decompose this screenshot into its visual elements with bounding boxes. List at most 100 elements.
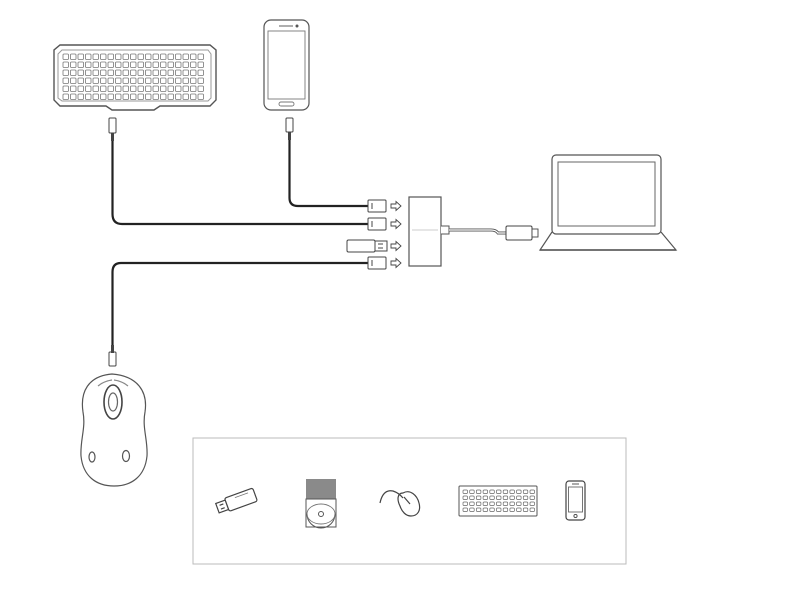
key-icon [502, 495, 509, 500]
key-icon [175, 61, 182, 68]
key-icon [130, 93, 137, 100]
key-icon [77, 77, 84, 84]
key-icon [115, 61, 122, 68]
key-icon [107, 53, 114, 60]
key-icon [489, 507, 495, 512]
key-icon [167, 85, 174, 92]
key-icon [197, 61, 204, 68]
card-reader-disc-icon [305, 479, 337, 529]
mouse-icon [379, 490, 421, 517]
key-icon [462, 489, 468, 494]
key-icon [522, 495, 529, 500]
key-icon [77, 69, 84, 76]
key-icon [115, 85, 122, 92]
supported-devices-panel [192, 437, 627, 565]
key-icon [130, 53, 137, 60]
key-icon [496, 501, 502, 506]
key-icon [62, 77, 69, 84]
key-icon [130, 61, 137, 68]
key-icon [476, 489, 482, 494]
key-icon [152, 85, 159, 92]
key-icon [522, 489, 529, 494]
key-icon [462, 495, 468, 500]
key-icon [496, 507, 502, 512]
key-icon [182, 93, 189, 100]
key-icon [62, 61, 69, 68]
key-icon [502, 501, 509, 506]
key-icon [182, 85, 189, 92]
key-icon [462, 507, 468, 512]
key-icon [70, 85, 77, 92]
key-icon [190, 61, 197, 68]
key-icon [77, 93, 84, 100]
key-icon [70, 53, 77, 60]
key-icon [145, 85, 152, 92]
key-icon [130, 77, 137, 84]
mouse-icon [80, 373, 148, 487]
key-icon [152, 53, 159, 60]
key-icon [107, 93, 114, 100]
key-icon [489, 501, 495, 506]
key-icon [92, 85, 99, 92]
key-icon [100, 61, 107, 68]
key-icon [70, 77, 77, 84]
key-icon [509, 507, 515, 512]
key-icon [516, 507, 522, 512]
key-icon [522, 507, 529, 512]
key-icon [152, 93, 159, 100]
hub-input-plugs [367, 199, 387, 270]
key-icon [482, 489, 488, 494]
key-icon [77, 85, 84, 92]
key-icon [145, 53, 152, 60]
key-icon [197, 69, 204, 76]
key-icon [476, 501, 482, 506]
key-icon [516, 501, 522, 506]
key-icon [100, 77, 107, 84]
key-icon [130, 85, 137, 92]
key-icon [529, 507, 535, 512]
key-icon [182, 53, 189, 60]
key-icon [197, 53, 204, 60]
key-icon [115, 77, 122, 84]
key-icon [462, 501, 468, 506]
key-icon [107, 85, 114, 92]
keyboard-icon [458, 485, 538, 517]
key-icon [529, 495, 535, 500]
key-icon [522, 501, 529, 506]
mouse-cable [108, 261, 368, 367]
key-icon [107, 61, 114, 68]
key-icon [137, 61, 144, 68]
insertion-arrows [390, 200, 402, 269]
key-icon [469, 495, 475, 500]
key-icon [175, 93, 182, 100]
key-icon [182, 61, 189, 68]
key-icon [175, 69, 182, 76]
smartphone-icon [565, 480, 586, 521]
key-icon [509, 501, 515, 506]
key-icon [502, 489, 509, 494]
key-icon [115, 93, 122, 100]
key-icon [92, 93, 99, 100]
key-icon [137, 53, 144, 60]
key-icon [70, 69, 77, 76]
key-icon [190, 93, 197, 100]
keyboard-cable [108, 117, 368, 226]
key-icon [122, 77, 129, 84]
key-icon [516, 495, 522, 500]
usb-hub-icon [408, 196, 539, 267]
key-icon [489, 495, 495, 500]
key-icon [167, 93, 174, 100]
key-icon [92, 53, 99, 60]
key-icon [175, 53, 182, 60]
key-icon [175, 77, 182, 84]
key-icon [496, 495, 502, 500]
key-icon [160, 53, 167, 60]
key-icon [182, 77, 189, 84]
key-icon [70, 93, 77, 100]
key-icon [197, 77, 204, 84]
key-icon [122, 93, 129, 100]
key-icon [160, 85, 167, 92]
key-icon [77, 61, 84, 68]
key-icon [92, 69, 99, 76]
key-icon [92, 61, 99, 68]
